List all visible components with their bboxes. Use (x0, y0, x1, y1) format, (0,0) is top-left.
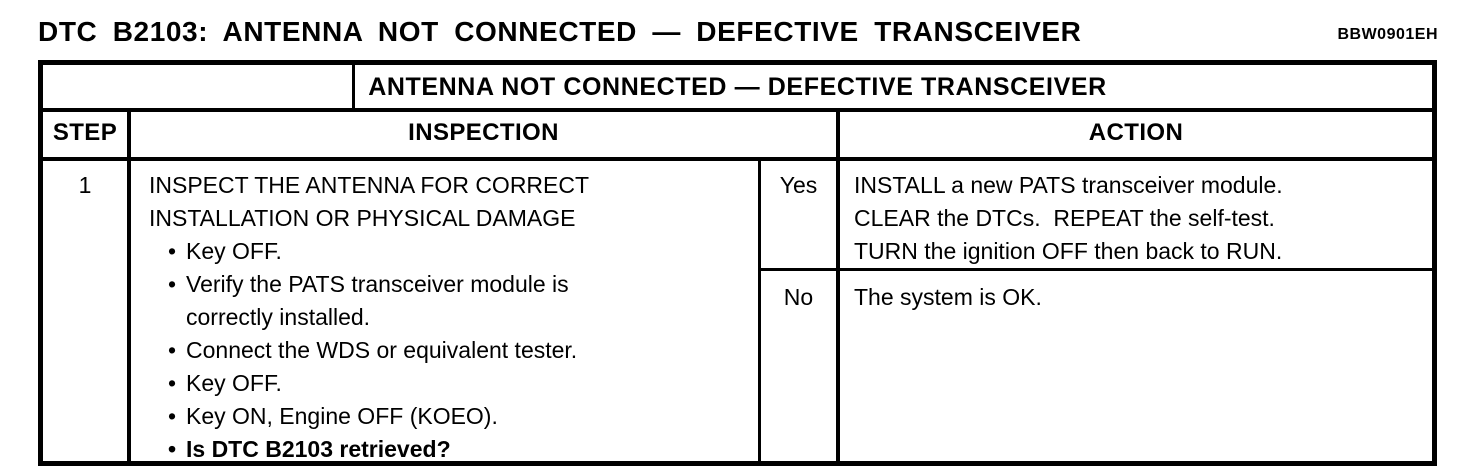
bullet-icon: • (168, 370, 177, 396)
column-header-action: ACTION (1088, 118, 1184, 146)
inspection-heading: INSPECT THE ANTENNA FOR CORRECT INSTALLA… (149, 172, 589, 231)
bullet-text: Verify the PATS transceiver module is co… (186, 271, 569, 330)
dtc-table: ANTENNA NOT CONNECTED — DEFECTIVE TRANSC… (38, 60, 1437, 466)
bullet-text: Key OFF. (186, 370, 282, 396)
bullet-text: Key ON, Engine OFF (KOEO). (186, 403, 498, 429)
bullet-item: • Key OFF. (149, 235, 738, 268)
step-number: 1 (78, 172, 92, 198)
action-column-line (836, 108, 840, 461)
bullet-item: • Key OFF. (149, 367, 738, 400)
column-header-step: STEP (52, 118, 118, 146)
action-cell-yes: INSTALL a new PATS transceiver module. CL… (840, 161, 1432, 268)
action-cell-no: The system is OK. (840, 271, 1432, 461)
page-title: DTC B2103: ANTENNA NOT CONNECTED — DEFEC… (38, 16, 1082, 47)
bullet-icon: • (168, 337, 177, 363)
bullet-text: Connect the WDS or equivalent tester. (186, 337, 578, 363)
step-column-line (127, 108, 131, 461)
inspection-bullet-list: • Key OFF. • Verify the PATS transceiver mo… (149, 235, 738, 466)
bullet-text: Is DTC B2103 retrieved? (186, 436, 451, 462)
yes-no-divider-line (758, 268, 1432, 271)
bullet-icon: • (168, 238, 177, 264)
bullet-icon: • (168, 436, 177, 462)
action-line: INSTALL a new PATS transceiver module. (854, 172, 1283, 198)
action-line: TURN the ignition OFF then back to RUN. (854, 238, 1283, 264)
table-banner: ANTENNA NOT CONNECTED — DEFECTIVE TRANSC… (368, 73, 1107, 101)
bullet-item: • Verify the PATS transceiver module is c… (149, 268, 738, 334)
action-line: The system is OK. (854, 284, 1042, 310)
result-label-no: No (783, 284, 814, 310)
header-bottom-line (43, 157, 1432, 161)
bullet-item: • Connect the WDS or equivalent tester. (149, 334, 738, 367)
bullet-icon: • (168, 271, 177, 297)
banner-divider-line (352, 65, 355, 108)
bullet-item: • Is DTC B2103 retrieved? (149, 433, 738, 466)
column-header-inspection: INSPECTION (408, 118, 559, 146)
action-line: CLEAR the DTCs. REPEAT the self-test. (854, 205, 1275, 231)
inspection-cell: INSPECT THE ANTENNA FOR CORRECT INSTALLA… (131, 161, 758, 462)
result-label-yes: Yes (779, 172, 818, 198)
bullet-icon: • (168, 403, 177, 429)
bullet-item: • Key ON, Engine OFF (KOEO). (149, 400, 738, 433)
bullet-text: Key OFF. (186, 238, 282, 264)
result-column-line (758, 157, 761, 461)
doc-code: BBW0901EH (1337, 26, 1438, 43)
banner-bottom-line (43, 108, 1432, 112)
